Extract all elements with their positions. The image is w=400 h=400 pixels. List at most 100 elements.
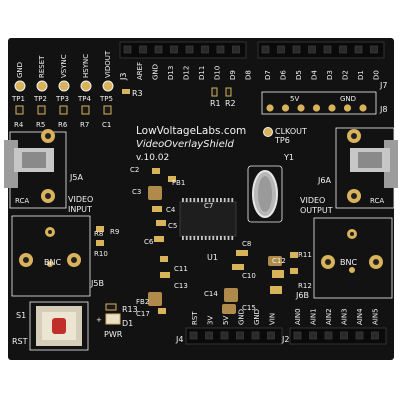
r13-part — [105, 303, 117, 311]
header-pin — [277, 45, 285, 54]
clkout-label: CLKOUT — [275, 127, 307, 136]
header-pin — [216, 45, 225, 54]
test-point-resistor-label: R5 — [36, 121, 45, 129]
test-point-id: TP5 — [99, 95, 113, 103]
ic-u1 — [179, 198, 237, 240]
j7-pin-label: D3 — [326, 70, 334, 80]
ic-pin — [193, 198, 196, 202]
c10-label: C10 — [242, 272, 256, 280]
c5-label: C5 — [168, 222, 177, 230]
j8-pad — [281, 104, 290, 112]
header-pin — [292, 45, 301, 54]
header-pin — [139, 45, 147, 54]
ic-pin — [227, 236, 230, 240]
test-point-pad — [102, 80, 114, 92]
test-point-resistor — [37, 105, 46, 115]
j4-pin-label: 3V — [207, 316, 215, 325]
j8-5v-label: 5V — [290, 95, 299, 103]
ic-pin — [220, 198, 222, 202]
c11-label: C11 — [174, 265, 188, 273]
j4-pin-label: RST — [191, 311, 199, 325]
header-pin — [220, 331, 229, 340]
ic-pin — [212, 198, 215, 202]
y1-label: Y1 — [283, 153, 294, 162]
c17-label: C17 — [136, 310, 150, 318]
header-pin — [189, 331, 198, 340]
test-point-pad — [36, 80, 48, 92]
j2-pin-label: AIN0 — [294, 308, 302, 325]
header-pin — [251, 331, 260, 340]
test-point-resistor — [15, 105, 24, 115]
test-point-resistor — [103, 105, 112, 115]
j8-pad — [359, 104, 367, 112]
c12-label: C12 — [272, 257, 286, 265]
video-input-line2: INPUT — [68, 205, 92, 214]
test-point-resistor — [59, 105, 68, 115]
j2-pin-label: AIN4 — [356, 308, 364, 325]
r8-label: R8 — [94, 230, 103, 238]
r13-label: R13 — [122, 305, 138, 314]
header-j8: 5V GND J8 — [261, 91, 387, 115]
test-point-name: VIDOUT — [104, 50, 112, 78]
j7-pin-label: D1 — [357, 70, 365, 80]
rca-left-label: RCA — [15, 197, 29, 205]
j5b-label: J5B — [90, 279, 104, 288]
clkout-test-point — [263, 127, 273, 137]
board-title: LowVoltageLabs.com — [136, 125, 246, 137]
ic-pin — [182, 236, 184, 240]
ic-pin — [185, 198, 188, 202]
c13-label: C13 — [174, 282, 188, 290]
j2-label: J2 — [281, 335, 289, 344]
fb1-label: FB1 — [172, 179, 185, 187]
header-pin — [232, 45, 240, 54]
c2-label: C2 — [130, 166, 139, 174]
led-plus: + — [96, 316, 102, 324]
header-pin — [324, 331, 333, 340]
c6-label: C6 — [144, 238, 154, 246]
board-version: v.10.02 — [136, 153, 169, 163]
video-output-line2: OUTPUT — [300, 206, 333, 215]
ic-pin — [201, 236, 203, 240]
j7-label: J7 — [379, 81, 387, 90]
ic-pin — [208, 198, 211, 202]
board-subtitle: VideoOverlayShield — [136, 139, 235, 150]
header-j3 — [119, 41, 247, 59]
test-point-name: GND — [16, 62, 24, 78]
ic-pin — [208, 236, 211, 240]
reset-button — [29, 301, 89, 351]
c8-label: C8 — [242, 240, 251, 248]
ic-pin — [204, 236, 207, 240]
header-pin — [185, 45, 194, 54]
ic-pin — [193, 236, 196, 240]
j7-pin-label: D7 — [264, 70, 272, 80]
header-j2 — [289, 327, 387, 345]
header-pin — [370, 45, 378, 54]
ic-pin — [223, 236, 226, 240]
rca-jack-input — [4, 129, 67, 209]
c14-label: C14 — [204, 290, 218, 298]
test-point-resistor — [81, 105, 90, 115]
r2-label: R2 — [225, 99, 236, 108]
test-point-resistor-label: R7 — [80, 121, 89, 129]
j2-pin-label: AIN2 — [325, 308, 333, 325]
test-point-name: VSYNC — [60, 54, 68, 78]
ic-pin — [223, 198, 226, 202]
j4-label: J4 — [175, 335, 183, 344]
j2-pin-label: AIN3 — [341, 308, 349, 325]
test-point-name: HSYNC — [82, 54, 90, 78]
j7-pin-label: D2 — [342, 70, 350, 80]
bnc-left-label: BNC — [44, 258, 61, 267]
header-j4 — [185, 327, 283, 345]
test-point-pad — [14, 80, 26, 92]
j6a-label: J6A — [317, 176, 331, 185]
ic-pin — [189, 198, 192, 202]
header-pin — [154, 45, 163, 54]
video-output-line1: VIDEO — [300, 196, 325, 205]
j7-pin-label: D0 — [373, 70, 381, 80]
